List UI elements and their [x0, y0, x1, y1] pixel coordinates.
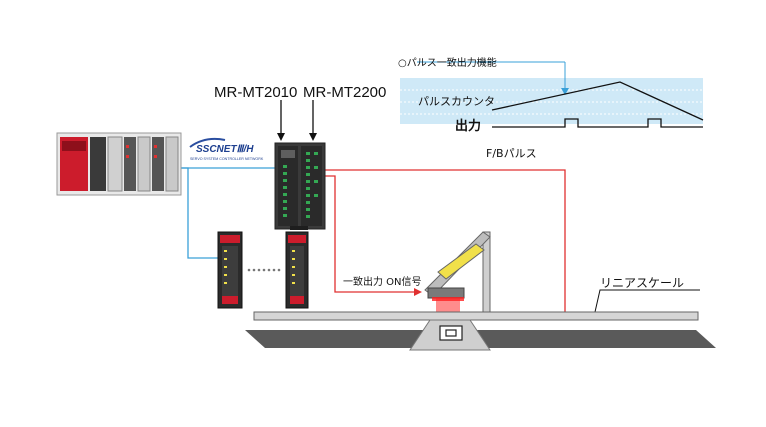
chart-gridlines: [400, 89, 703, 115]
wires: [180, 100, 700, 313]
sensor-beam: [436, 298, 460, 312]
fb-pulse-wire: [318, 169, 566, 312]
scale-leader-line: [594, 289, 700, 313]
ellipsis-dots-icon: [247, 268, 281, 272]
amp-terminals: [283, 152, 318, 218]
plc-rack-icon: [56, 132, 182, 196]
match-signal-label: 一致出力 ON信号: [343, 275, 422, 288]
network-logo-sub: SERVO SYSTEM CONTROLLER NETWORK: [190, 157, 264, 161]
pulse-chart: [400, 61, 704, 128]
sensor-yellow-block: [437, 243, 485, 280]
match-arrow-icon: [414, 288, 422, 296]
servo-amplifier-small-right: [285, 231, 309, 309]
output-label: 出力: [455, 118, 481, 134]
model-right-label: MR-MT2200: [303, 84, 386, 101]
linear-scale-bar: [253, 311, 699, 321]
model-left-label: MR-MT2010: [214, 84, 297, 101]
match-output-wire: [318, 175, 420, 293]
fb-pulse-label: F/Bパルス: [486, 147, 537, 160]
conveyor: [245, 311, 716, 351]
model-left-arrow-icon: [277, 133, 285, 141]
compare-arrow-icon: [561, 88, 569, 95]
pulse-counter-label: パルスカウンタ: [418, 95, 495, 108]
network-logo-text: SSCNETⅢ/H: [196, 144, 254, 155]
workpiece: [439, 325, 463, 341]
linear-scale-label: リニアスケール: [600, 276, 684, 290]
output-trace: [492, 118, 703, 128]
sensor-head-icon: [424, 231, 491, 313]
network-wire-down: [180, 167, 218, 259]
model-right-arrow-icon: [309, 133, 317, 141]
chart-band: [400, 78, 703, 124]
servo-amplifier-icon: [274, 142, 326, 230]
counter-trace: [491, 81, 704, 121]
network-logo: SSCNETⅢ/H SERVO SYSTEM CONTROLLER NETWOR…: [186, 137, 266, 161]
chart-title: ○パルス一致出力機能: [398, 56, 497, 69]
servo-amplifier-small-left: [217, 231, 243, 309]
